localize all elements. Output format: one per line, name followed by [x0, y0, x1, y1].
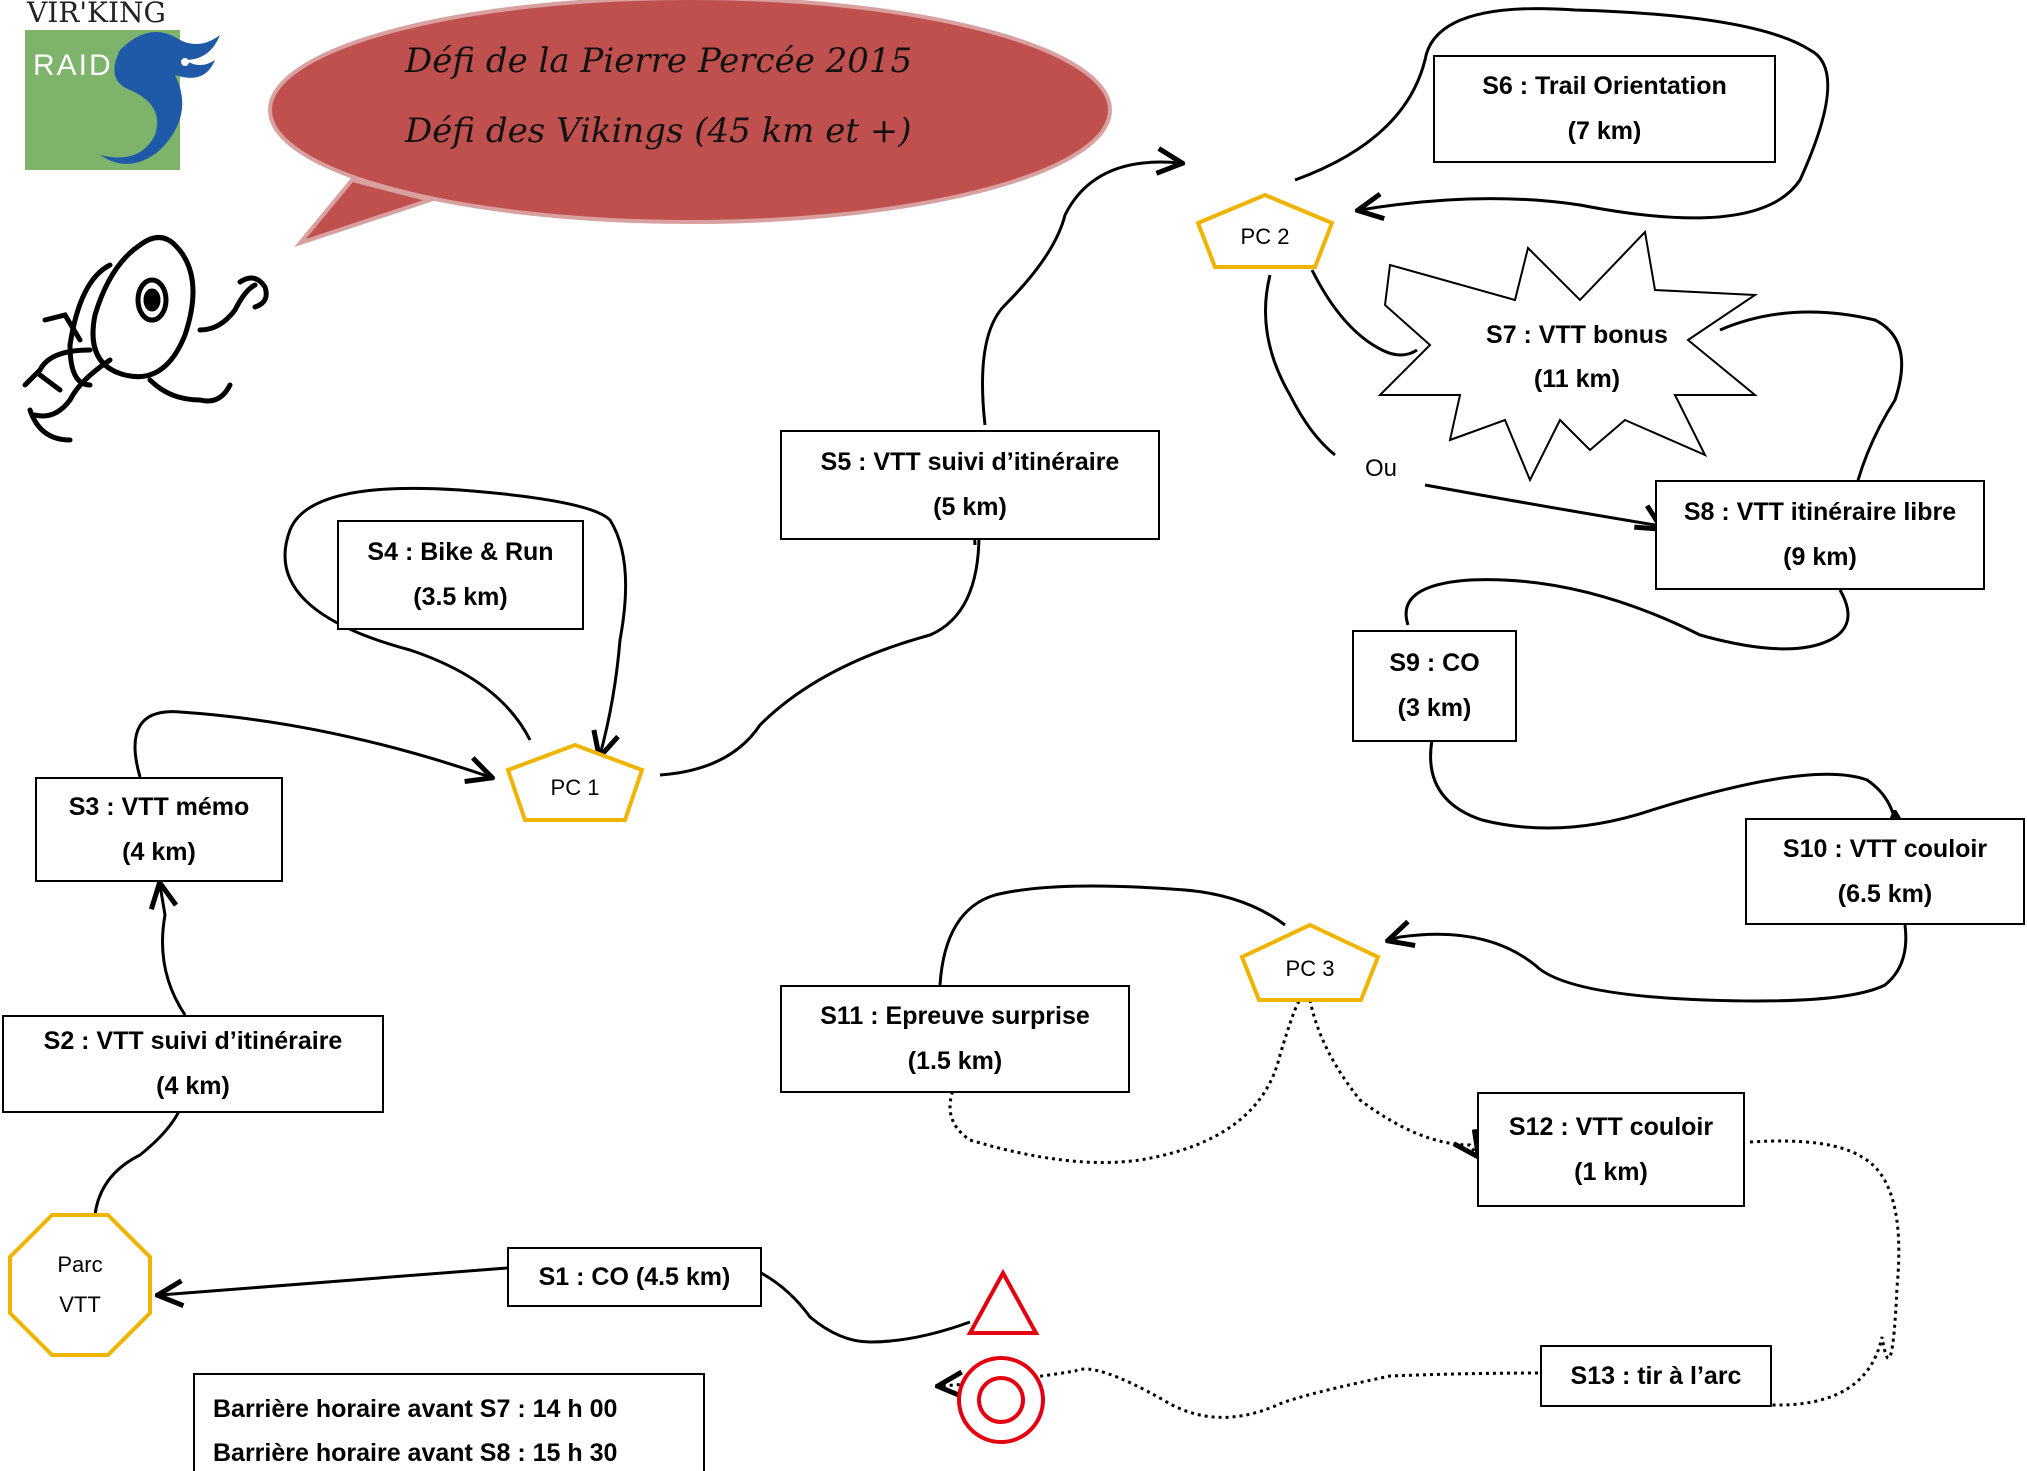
svg-text:PC 1: PC 1 [551, 775, 600, 800]
finish-target-icon [957, 1356, 1045, 1444]
stage-s3: S3 : VTT mémo(4 km) [35, 777, 283, 882]
title-line-1: Défi de la Pierre Percée 2015 [404, 41, 912, 81]
checkpoint-parc-vtt: Parc VTT [8, 1213, 152, 1357]
barrier-s8: Barrière horaire avant S8 : 15 h 30 [213, 1439, 618, 1467]
start-triangle-icon [966, 1268, 1040, 1335]
logo-text-top: VIR'KING [26, 0, 166, 29]
stage-s5: S5 : VTT suivi d’itinéraire(5 km) [780, 430, 1160, 540]
checkpoint-pc3: PC 3 [1239, 922, 1381, 1002]
stage-s7-starburst: S7 : VTT bonus (11 km) [1377, 229, 1759, 483]
stage-s1: S1 : CO (4.5 km) [507, 1247, 762, 1307]
stage-s10: S10 : VTT couloir(6.5 km) [1745, 818, 2025, 925]
svg-text:Parc: Parc [57, 1252, 102, 1277]
stage-s9: S9 : CO(3 km) [1352, 630, 1517, 742]
stage-s4: S4 : Bike & Run(3.5 km) [337, 520, 584, 630]
stage-s2: S2 : VTT suivi d’itinéraire(4 km) [2, 1015, 384, 1113]
stage-s8: S8 : VTT itinéraire libre(9 km) [1655, 480, 1985, 590]
stage-s13: S13 : tir à l’arc [1540, 1345, 1772, 1407]
svg-text:VTT: VTT [59, 1292, 101, 1317]
barrier-s7: Barrière horaire avant S7 : 14 h 00 [213, 1395, 618, 1423]
svg-text:PC 3: PC 3 [1286, 956, 1335, 981]
stage-s6: S6 : Trail Orientation(7 km) [1433, 55, 1776, 163]
running-mascot-icon [22, 235, 269, 443]
speech-bubble: Défi de la Pierre Percée 2015 Défi des V… [268, 0, 1112, 248]
stage-s12: S12 : VTT couloir(1 km) [1477, 1092, 1745, 1207]
s7-name: S7 : VTT bonus [1486, 321, 1668, 349]
checkpoint-pc2: PC 2 [1195, 192, 1335, 269]
svg-text:PC 2: PC 2 [1241, 224, 1290, 249]
logo-text-bottom: RAID [33, 49, 113, 82]
title-line-2: Défi des Vikings (45 km et +) [404, 111, 912, 151]
or-label: Ou [1365, 455, 1398, 482]
time-barriers-box: Barrière horaire avant S7 : 14 h 00 Barr… [193, 1373, 705, 1471]
viking-dragon-logo: VIR'KING RAID [25, 0, 240, 170]
stage-s11: S11 : Epreuve surprise(1.5 km) [780, 985, 1130, 1093]
s7-distance: (11 km) [1534, 365, 1620, 393]
checkpoint-pc1: PC 1 [505, 742, 645, 822]
